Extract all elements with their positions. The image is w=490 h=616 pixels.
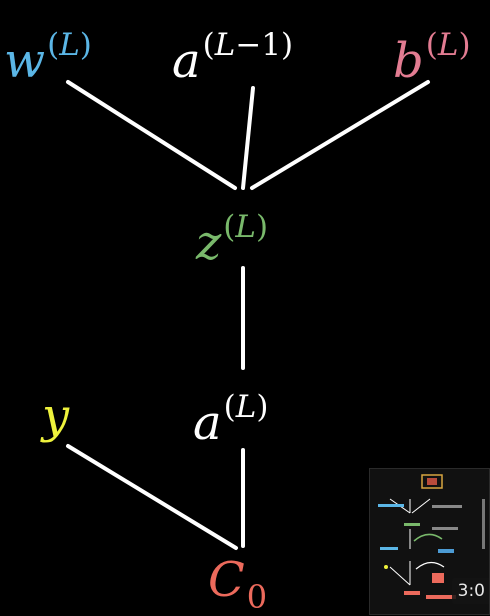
node-activation-previous-superscript: (L−1) bbox=[202, 27, 294, 63]
thumbnail-graph-image bbox=[378, 474, 485, 599]
edge-y-to-c bbox=[66, 444, 238, 550]
node-target-base: y bbox=[42, 388, 70, 444]
thumbnail-timestamp: 3:0 bbox=[451, 578, 489, 604]
node-activation-base: a bbox=[193, 395, 222, 451]
node-cost-subscript: 0 bbox=[246, 578, 268, 616]
edge-aprev-to-z bbox=[241, 86, 255, 190]
node-bias-superscript: (L) bbox=[425, 27, 471, 63]
node-weighted-sum-superscript: (L) bbox=[223, 209, 269, 245]
node-weighted-sum-sup-var: L bbox=[235, 209, 256, 245]
node-weighted-sum-z: z(L) bbox=[196, 209, 269, 268]
node-target-y: y bbox=[42, 392, 69, 440]
node-weight-base: w bbox=[4, 33, 46, 89]
node-activation-superscript: (L) bbox=[223, 389, 269, 425]
edge-b-to-z bbox=[250, 80, 430, 190]
node-bias-base: b bbox=[393, 33, 424, 89]
video-thumbnail-preview[interactable]: 3:0 bbox=[369, 468, 490, 615]
node-weight-w: w(L) bbox=[4, 27, 92, 86]
node-bias-b: b(L) bbox=[393, 27, 471, 86]
node-activation-a: a(L) bbox=[193, 389, 269, 448]
node-activation-previous-base: a bbox=[172, 33, 201, 89]
node-cost-c0: C0 bbox=[208, 556, 267, 613]
node-activation-sup-var: L bbox=[235, 389, 257, 425]
edge-w-to-z bbox=[66, 80, 237, 190]
node-cost-base: C bbox=[208, 552, 245, 608]
node-activation-previous-sup-num: 1 bbox=[261, 27, 282, 63]
node-weighted-sum-base: z bbox=[196, 215, 222, 271]
node-weight-sup-var: L bbox=[59, 27, 80, 63]
node-weight-superscript: (L) bbox=[47, 27, 92, 63]
node-activation-previous-sup-op: − bbox=[235, 27, 262, 63]
node-bias-sup-var: L bbox=[437, 27, 459, 63]
node-activation-previous: a(L−1) bbox=[172, 27, 294, 86]
node-activation-previous-sup-var: L bbox=[214, 27, 236, 63]
